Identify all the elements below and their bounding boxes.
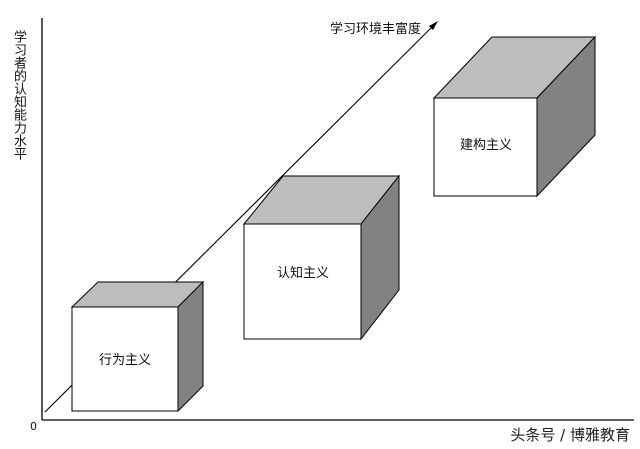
origin-label: 0: [30, 420, 37, 433]
box-constructivism-label: 建构主义: [460, 138, 512, 153]
box-cognitivism: 认知主义: [242, 174, 401, 341]
watermark: 头条号 / 博雅教育: [510, 426, 630, 444]
box-behaviorism-label: 行为主义: [99, 353, 151, 368]
box-behaviorism-front: [71, 306, 179, 412]
diagonal-arrowhead: [429, 21, 438, 30]
box-constructivism: 建构主义: [432, 35, 597, 198]
box-constructivism-front: [433, 97, 538, 197]
y-axis-label: 学习者的认知能力水平: [11, 30, 26, 160]
box-cognitivism-front: [243, 223, 362, 340]
diagonal-axis-label: 学习环境丰富度: [330, 21, 421, 37]
box-behaviorism: 行为主义: [70, 280, 205, 413]
box-cognitivism-label: 认知主义: [277, 265, 329, 281]
